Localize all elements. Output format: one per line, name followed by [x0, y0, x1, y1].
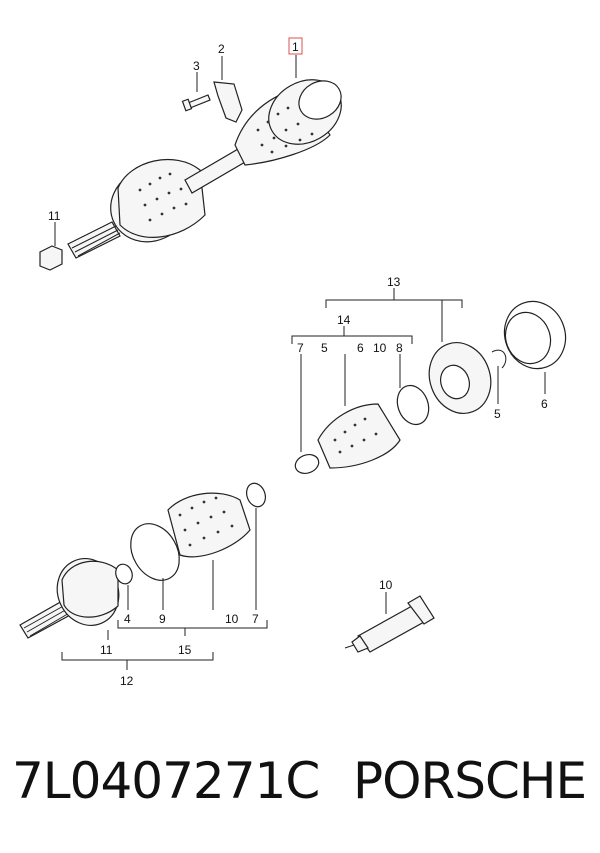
brand-name: PORSCHE [353, 752, 587, 810]
part-number: 7L0407271C [12, 752, 320, 810]
callout-14: 14 [337, 313, 351, 327]
boot-texture [138, 106, 314, 222]
drive-shaft-assembly [39, 79, 342, 271]
callout-10-mid: 10 [373, 341, 387, 355]
callout-3: 3 [193, 59, 200, 73]
callout-11: 11 [48, 209, 61, 223]
grease-tube [344, 595, 435, 653]
callout-7-mid: 7 [297, 341, 304, 355]
callout-6-mid: 6 [357, 341, 364, 355]
exploded-parts-diagram: 1 2 3 11 13 14 7 5 6 10 8 5 6 [19, 37, 567, 688]
nut [39, 245, 63, 271]
outer-joint-kit [19, 482, 267, 639]
callout-8-mid: 8 [396, 341, 403, 355]
callout-5-mid: 5 [321, 341, 328, 355]
callout-11-low: 11 [100, 643, 113, 657]
callout-5-right: 5 [494, 407, 501, 421]
callout-4-low: 4 [124, 612, 131, 626]
callout-6-right: 6 [541, 397, 548, 411]
footer: 7L0407271C PORSCHE [0, 752, 600, 832]
callout-1-highlight-box [288, 37, 303, 55]
callout-15-low: 15 [178, 643, 192, 657]
callout-12-low: 12 [120, 674, 134, 688]
callout-10-low: 10 [225, 612, 239, 626]
callout-13: 13 [387, 275, 401, 289]
callout-2: 2 [218, 42, 225, 56]
callout-10-tube: 10 [379, 578, 393, 592]
callout-1: 1 [292, 40, 299, 54]
inner-joint-kit [294, 300, 567, 475]
callout-9-low: 9 [159, 612, 166, 626]
callout-7-low: 7 [252, 612, 259, 626]
